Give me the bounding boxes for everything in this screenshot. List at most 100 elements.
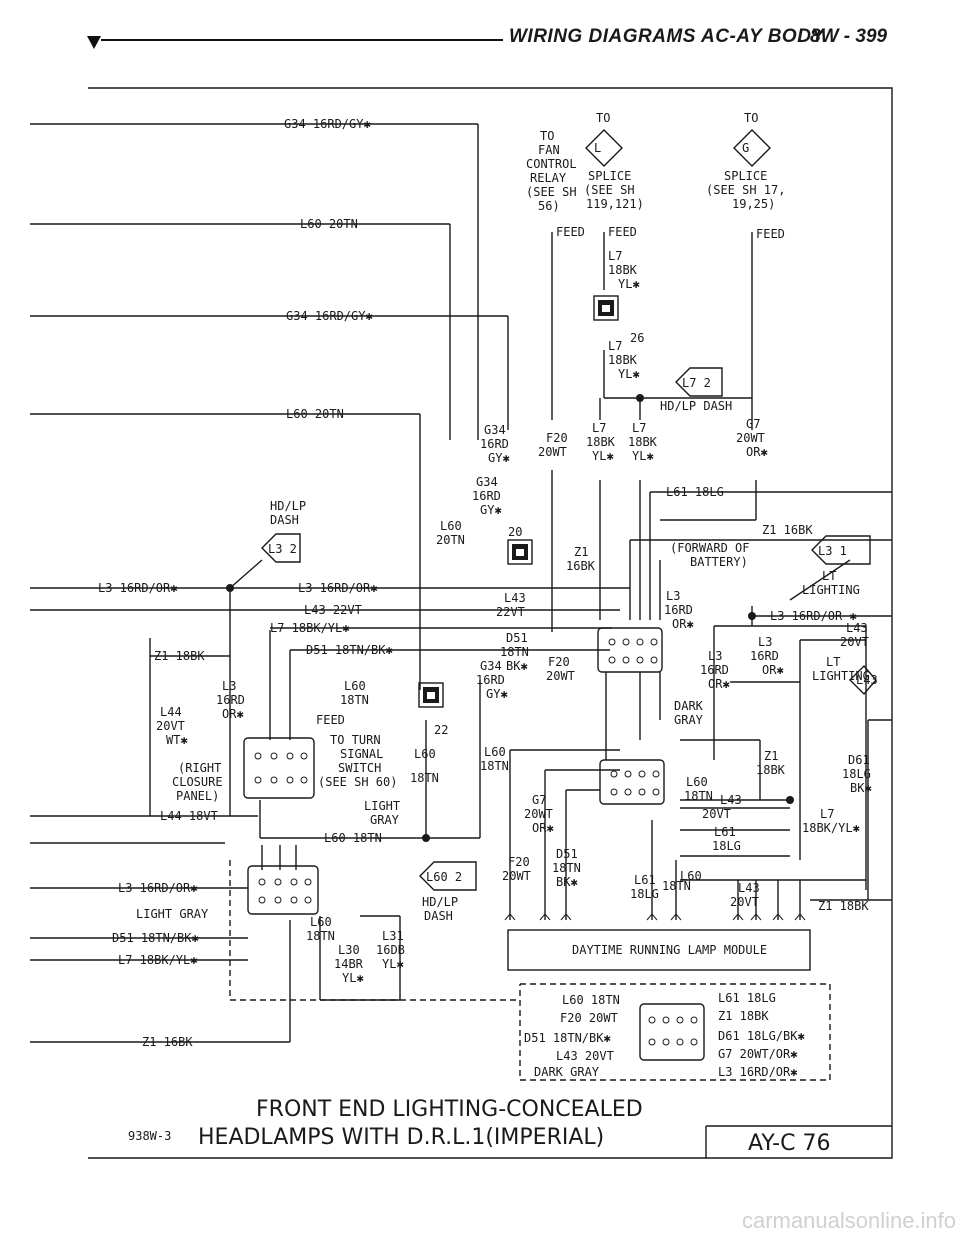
wire-g34-1: G34 16RD/GY✱ (284, 117, 371, 131)
l43-20vt: L43 (846, 621, 868, 635)
splice-l7-diamond (585, 129, 623, 167)
l43-low: 20VT (730, 895, 759, 909)
splice-dot (422, 834, 430, 842)
z1-18bk-low: Z1 18BK (818, 899, 869, 913)
l31-label: 16DB (376, 943, 405, 957)
light-gray-v: LIGHT (364, 799, 400, 813)
l3-v-c: 16RD (700, 663, 729, 677)
connector-center (599, 759, 665, 805)
lt-lighting: LT (822, 569, 836, 583)
bk18-label: 18BK (608, 263, 638, 277)
drl-module-label: DAYTIME RUNNING LAMP MODULE (572, 943, 767, 957)
g7-low: G7 (532, 793, 546, 807)
to-g7-label: TO (744, 111, 758, 125)
l30-label: L30 (338, 943, 360, 957)
dark-gray: GRAY (674, 713, 704, 727)
splice-g7-line: SPLICE (724, 169, 767, 183)
to-turn: (SEE SH 60) (318, 775, 397, 789)
pin-legend-item: L61 18LG (718, 991, 776, 1005)
l7-r: 18BK/YL✱ (802, 821, 860, 835)
l43-20vt: 20VT (840, 635, 869, 649)
d61-v: 18LG (842, 767, 871, 781)
n22: 22 (434, 723, 448, 737)
l7-r: L7 (820, 807, 834, 821)
reference-code: AY-C 76 (748, 1131, 830, 1156)
l7-label-2: L7 (608, 339, 622, 353)
l60-bl: 18TN (306, 929, 335, 943)
pin-legend-item: D51 18TN/BK✱ (524, 1031, 611, 1045)
d51-v: D51 (506, 631, 528, 645)
l61-18lg-r: 18LG (712, 839, 741, 853)
l43-22vt-v: 22VT (496, 605, 525, 619)
to-fan-line: CONTROL (526, 157, 577, 171)
pin-legend-item: D61 18LG/BK✱ (718, 1029, 805, 1043)
g34-mid-2: GY✱ (480, 503, 502, 517)
l60-18tn-c: 18TN (480, 759, 509, 773)
l7-mid-b: YL✱ (632, 449, 654, 463)
g34-low: G34 (480, 659, 502, 673)
g7-low: 20WT (524, 807, 553, 821)
right-closure: PANEL) (176, 789, 219, 803)
tag-l3-1 (811, 535, 871, 565)
l60-18tn-c: L60 (484, 745, 506, 759)
l7-mid-a: L7 (592, 421, 606, 435)
module-connector-detail (519, 983, 831, 1081)
ylx-label-2: YL✱ (618, 367, 640, 381)
header-title: WIRING DIAGRAMS AC-AY BODY (509, 26, 825, 47)
l60-low: L60 (680, 869, 702, 883)
l3-left-v: OR✱ (222, 707, 244, 721)
wire-d51-lower: D51 18TN/BK✱ (112, 931, 199, 945)
page-header: WIRING DIAGRAMS AC-AY BODY 8W - 399 (0, 0, 960, 70)
d51-bkx: BK✱ (506, 659, 528, 673)
tag-l3-1-text: L3 1 (818, 544, 847, 558)
l7-18bk-ylx-h: L7 18BK/YL✱ (270, 621, 349, 635)
g7-mid: G7 (746, 417, 760, 431)
splice-l7-line: 119,121) (586, 197, 644, 211)
l44-v: 20VT (156, 719, 185, 733)
d61-v: D61 (848, 753, 870, 767)
tag-l43-text: L43 (856, 673, 878, 687)
lt-lighting-2: LIGHTING (812, 669, 870, 683)
tag-l3-2 (261, 533, 301, 563)
header-rule (87, 36, 503, 49)
g7-low: OR✱ (532, 821, 554, 835)
wire-l7-lower: L7 18BK/YL✱ (118, 953, 197, 967)
lt-lighting-2: LT (826, 655, 840, 669)
z1-18bk-r: Z1 (764, 749, 778, 763)
f20-mid: F20 (546, 431, 568, 445)
frame-line (88, 87, 893, 1159)
splice-dot (748, 612, 756, 620)
l3-v-b: 16RD (750, 649, 779, 663)
g7-diamond-label: G (742, 141, 749, 155)
g34-mid-2: G34 (476, 475, 498, 489)
l60-18tn-h: L60 18TN (324, 831, 382, 845)
wire-l44: L44 18VT (160, 809, 218, 823)
l60-18tn-a: 18TN (340, 693, 369, 707)
f20-mid: 20WT (538, 445, 567, 459)
figure-id: 938W-3 (128, 1129, 171, 1143)
grommet-22 (418, 682, 444, 708)
tag-l60-2 (419, 861, 477, 891)
l61-18lg: L61 18LG (666, 485, 724, 499)
wire-l3-lower: L3 16RD/OR✱ (118, 881, 197, 895)
d51-low: 18TN (552, 861, 581, 875)
connector-lower-left (247, 865, 319, 915)
connector-module-detail (639, 1003, 705, 1061)
splice-dot (636, 394, 644, 402)
l3-v-a: 16RD (664, 603, 693, 617)
l7-mid-b: L7 (632, 421, 646, 435)
l61-low: 18LG (630, 887, 659, 901)
d51-18tn-bkx: D51 18TN/BK✱ (306, 643, 393, 657)
to-fan-line: FAN (538, 143, 560, 157)
pin-legend-item: L43 20VT (556, 1049, 614, 1063)
l60-low: 18TN (662, 879, 691, 893)
l43-22vt-v: L43 (504, 591, 526, 605)
l7-mid-b: 18BK (628, 435, 658, 449)
diagram-title-line2: HEADLAMPS WITH D.R.L.1(IMPERIAL) (198, 1125, 604, 1150)
l61-18lg-r: L61 (714, 825, 736, 839)
l60-20tn-mid: 20TN (436, 533, 465, 547)
wire-l60-1: L60 20TN (300, 217, 358, 231)
g34-mid-2: 16RD (472, 489, 501, 503)
splice-g7-diamond (733, 129, 771, 167)
d61-v: BK✱ (850, 781, 872, 795)
